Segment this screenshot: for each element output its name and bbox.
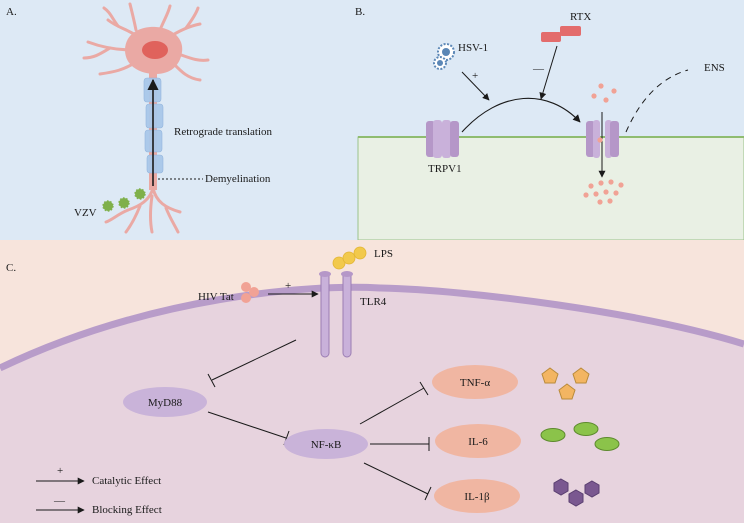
il1b-label: IL-1β <box>464 491 490 503</box>
legend-blocking-sign: — <box>53 495 66 507</box>
panel-b-label: B. <box>355 6 365 18</box>
ions-inside <box>583 179 624 205</box>
hiv-plus-sign: + <box>285 280 291 292</box>
tissue-layer <box>357 136 744 241</box>
vzv-viruses <box>102 188 146 212</box>
activation-arc <box>461 97 581 133</box>
vzv-particle <box>118 197 130 209</box>
rtx-molecule <box>541 26 581 42</box>
rtx-label: RTX <box>570 11 591 23</box>
retrograde-label: Retrograde translation <box>174 126 273 138</box>
myd88-to-nfkb <box>207 411 287 439</box>
myd88-node: MyD88 <box>123 387 207 417</box>
hiv-tat-label: HIV Tat <box>198 291 234 303</box>
tlr4-to-myd88 <box>211 339 297 381</box>
demyelination-label: Demyelination <box>205 173 271 185</box>
legend-catalytic-label: Catalytic Effect <box>92 475 161 487</box>
tnf-node: TNF-α <box>432 365 518 399</box>
il6-label: IL-6 <box>468 436 488 448</box>
trpv1-label: TRPV1 <box>428 163 462 175</box>
vzv-particle <box>134 188 146 200</box>
myelin-segment <box>145 103 164 129</box>
il6-node: IL-6 <box>435 424 521 458</box>
il6-ovals <box>540 422 620 451</box>
tnf-pentagons <box>541 367 590 400</box>
vzv-particle <box>102 200 114 212</box>
hsv-label: HSV-1 <box>458 42 488 54</box>
hsv-arrow <box>461 71 490 101</box>
hsv-virus <box>433 43 455 70</box>
ions-outside <box>591 83 617 143</box>
tlr4-label: TLR4 <box>360 296 387 308</box>
rtx-minus-sign: — <box>532 63 545 75</box>
nfkb-to-il1b <box>363 462 429 495</box>
legend-blocking-label: Blocking Effect <box>92 504 162 516</box>
legend: + Catalytic Effect — Blocking Effect <box>36 465 162 516</box>
lps-label: LPS <box>374 248 393 260</box>
nfkb-node: NF-κB <box>284 429 368 459</box>
vzv-label: VZV <box>74 207 97 219</box>
legend-catalytic-sign: + <box>57 465 63 477</box>
panel-a-label: A. <box>6 6 17 18</box>
hsv-plus-sign: + <box>472 70 478 82</box>
il1b-node: IL-1β <box>434 479 520 513</box>
ens-link <box>625 69 689 133</box>
il1b-hexagons <box>553 478 600 507</box>
trpv1-channel-open <box>586 120 619 158</box>
neuron-nucleus <box>142 41 168 59</box>
nfkb-label: NF-κB <box>311 439 342 451</box>
hiv-tat-molecule <box>241 282 259 303</box>
tnf-label: TNF-α <box>460 377 490 389</box>
ens-label: ENS <box>704 62 725 74</box>
tlr4-receptor <box>319 271 353 358</box>
cell-membrane <box>0 283 744 372</box>
lps-molecules <box>332 246 367 270</box>
panel-c-label: C. <box>6 262 16 274</box>
cell-interior <box>0 287 744 523</box>
rtx-arrow <box>539 45 558 100</box>
neuron <box>82 2 210 234</box>
myelin-segment <box>146 154 164 174</box>
trpv1-channel-closed <box>426 120 459 158</box>
nfkb-to-tnf <box>359 387 425 425</box>
myd88-label: MyD88 <box>148 397 183 409</box>
